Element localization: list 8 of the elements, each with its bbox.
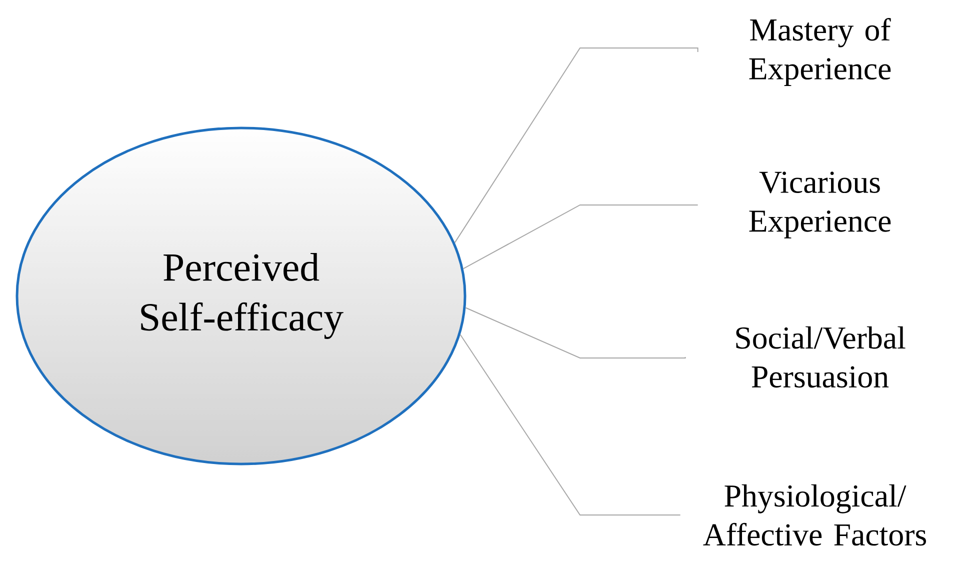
- label-text: Mastery of Experience: [749, 18, 891, 86]
- label-text: Physiological/ Affective Factors: [703, 484, 926, 546]
- label-text: Social/Verbal Persuasion: [736, 326, 906, 388]
- connector-line: [454, 48, 698, 244]
- connector-line: [460, 334, 681, 516]
- connector-line: [462, 204, 698, 270]
- connector-line: [465, 307, 686, 358]
- label-text: Vicarious Experience: [749, 172, 891, 238]
